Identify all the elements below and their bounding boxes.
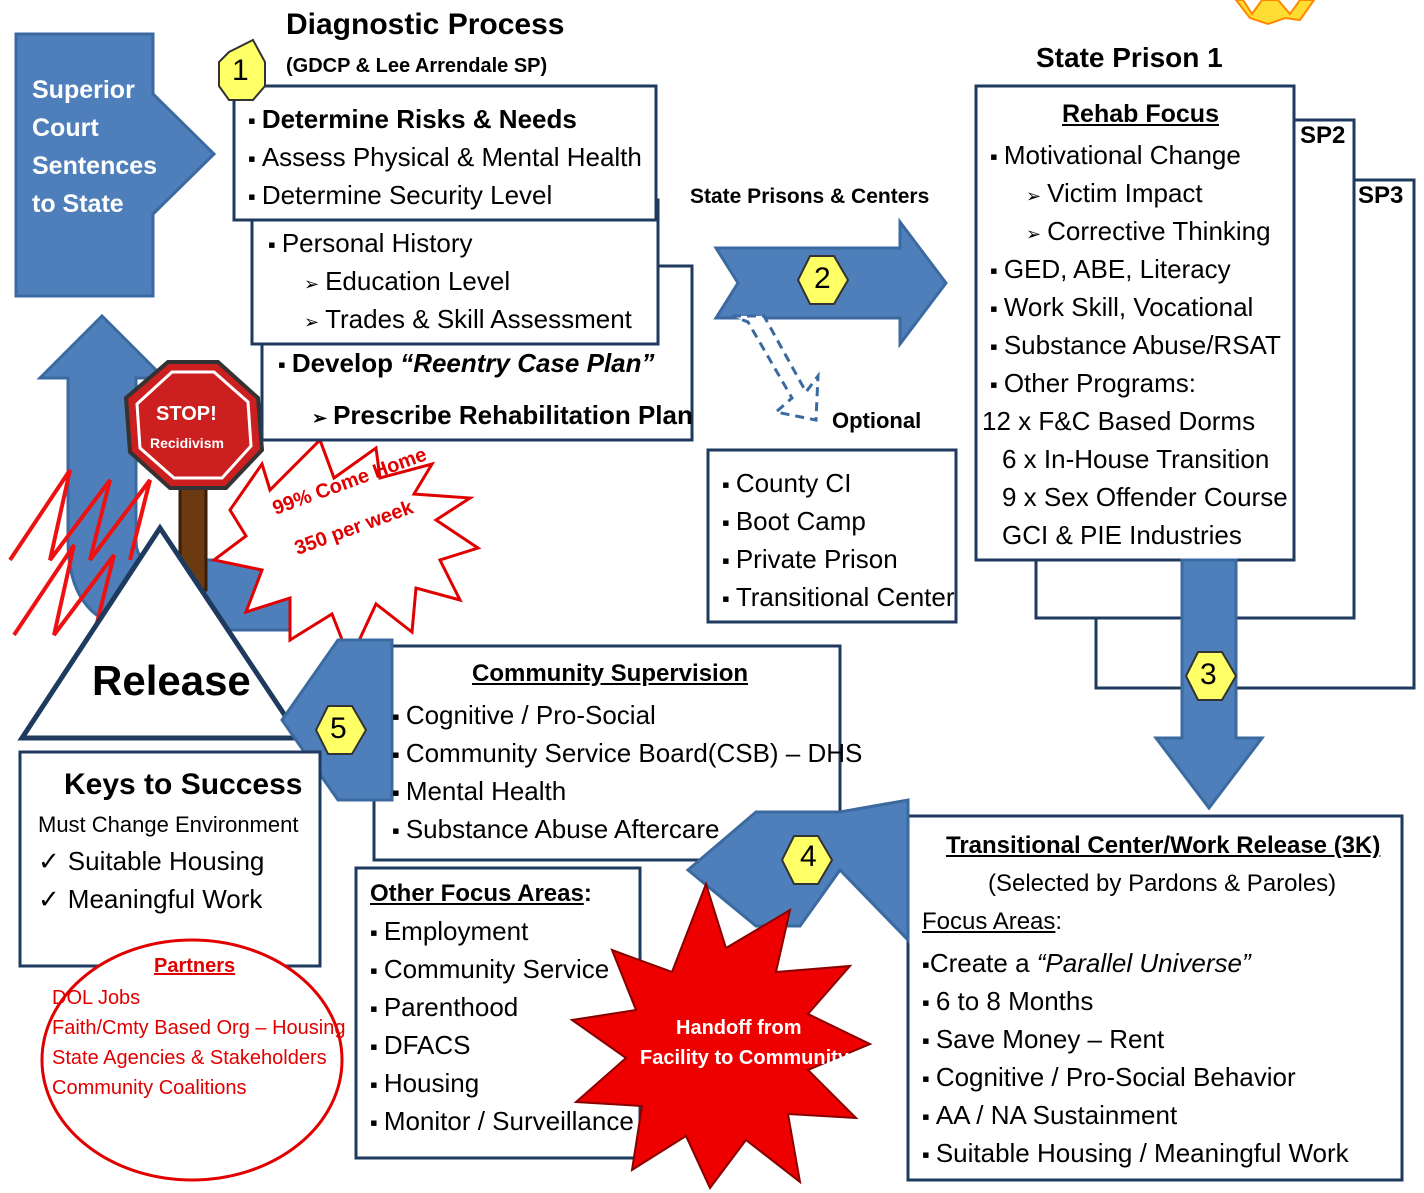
centers-title: State Prisons & Centers xyxy=(690,185,930,208)
stop-line-1: STOP! xyxy=(156,403,217,425)
other-monitor: Monitor / Surveillance xyxy=(370,1102,634,1142)
develop-line: Develop “Reentry Case Plan” xyxy=(278,344,655,384)
transitional-title: Transitional Center/Work Release (3K) xyxy=(946,832,1381,859)
step-4-label: 4 xyxy=(800,840,817,873)
program-transition: 6 x In-House Transition xyxy=(1002,444,1270,474)
other-housing: Housing xyxy=(370,1064,479,1104)
other-focus-title-line: Other Focus Areas: xyxy=(370,882,592,906)
transitional-money: Save Money – Rent xyxy=(922,1020,1164,1060)
diagnostic-title: Diagnostic Process xyxy=(286,8,565,41)
other-employment: Employment xyxy=(370,912,529,952)
release-triangle xyxy=(17,523,305,741)
transitional-aa-na: AA / NA Sustainment xyxy=(922,1096,1177,1136)
other-dfacs: DFACS xyxy=(370,1026,471,1066)
diag-item-risks: Determine Risks & Needs xyxy=(248,100,577,140)
state-prison-title: State Prison 1 xyxy=(1036,42,1223,73)
other-focus-colon: : xyxy=(583,880,592,907)
community-cognitive: Cognitive / Pro-Social xyxy=(392,696,656,736)
other-parenthood: Parenthood xyxy=(370,988,518,1028)
badge-2 xyxy=(796,255,850,305)
partner-state: State Agencies & Stakeholders xyxy=(52,1047,327,1069)
diagnostic-subtitle: (GDCP & Lee Arrendale SP) xyxy=(286,55,548,77)
focus-areas-line: Focus Areas: xyxy=(922,910,1062,934)
optional-boot: Boot Camp xyxy=(722,502,866,542)
stop-line-2: Recidivism xyxy=(150,435,224,451)
keys-housing: Suitable Housing xyxy=(38,842,265,880)
create-italic: “Parallel Universe” xyxy=(1036,948,1251,978)
prescribe-line: Prescribe Rehabilitation Plan xyxy=(312,396,693,437)
sp3-label: SP3 xyxy=(1358,182,1404,209)
optional-dashed-arrow xyxy=(731,314,820,422)
come-home-burst xyxy=(210,437,482,664)
create-prefix: Create a xyxy=(929,948,1037,978)
rehab-motivational: Motivational Change xyxy=(990,136,1241,176)
transitional-create: ▪Create a “Parallel Universe” xyxy=(922,948,1251,978)
history-education: Education Level xyxy=(304,262,510,303)
keys-subtitle: Must Change Environment xyxy=(38,812,299,837)
superior-line-3: Sentences xyxy=(32,152,158,180)
other-community-service: Community Service xyxy=(370,950,609,990)
sp2-label: SP2 xyxy=(1300,122,1346,149)
keys-work: Meaningful Work xyxy=(38,880,263,918)
transitional-cognitive: Cognitive / Pro-Social Behavior xyxy=(922,1058,1296,1098)
community-title: Community Supervision xyxy=(472,660,749,687)
strike-zigzag-2 xyxy=(12,543,116,637)
history-trades: Trades & Skill Assessment xyxy=(304,300,632,341)
transitional-subtitle: (Selected by Pardons & Paroles) xyxy=(988,870,1337,897)
badge-5 xyxy=(314,705,368,755)
step-1-label: 1 xyxy=(232,54,249,87)
history-title: Personal History xyxy=(268,224,473,264)
optional-county: County CI xyxy=(722,464,852,504)
superior-line-1: Superior xyxy=(32,76,135,104)
step-5-label: 5 xyxy=(330,712,347,745)
handoff-line-2: Facility to Community xyxy=(640,1047,849,1069)
handoff-line-1: Handoff from xyxy=(676,1017,802,1039)
community-csb: Community Service Board(CSB) – DHS xyxy=(392,734,863,774)
partner-faith: Faith/Cmty Based Org – Housing xyxy=(52,1017,346,1039)
program-sex-offender: 9 x Sex Offender Course xyxy=(1002,482,1288,512)
rehab-other: Other Programs: xyxy=(990,364,1196,404)
step-3-label: 3 xyxy=(1200,658,1217,691)
badge-4 xyxy=(780,835,834,885)
rehab-work: Work Skill, Vocational xyxy=(990,288,1254,328)
transitional-housing-work: Suitable Housing / Meaningful Work xyxy=(922,1134,1349,1174)
optional-private: Private Prison xyxy=(722,540,898,580)
develop-prefix: Develop xyxy=(291,348,401,378)
rehab-corrective: Corrective Thinking xyxy=(1026,212,1271,253)
optional-label: Optional xyxy=(832,408,922,433)
other-focus-title: Other Focus Areas xyxy=(370,880,584,907)
rehab-substance: Substance Abuse/RSAT xyxy=(990,326,1281,366)
optional-transitional: Transitional Center xyxy=(722,578,955,618)
rehab-focus-title: Rehab Focus xyxy=(1062,100,1219,128)
step-2-label: 2 xyxy=(814,262,831,295)
diag-item-health: Assess Physical & Mental Health xyxy=(248,138,642,178)
badge-3 xyxy=(1184,651,1238,701)
rehab-ged: GED, ABE, Literacy xyxy=(990,250,1231,290)
strike-zigzag-1 xyxy=(8,468,152,562)
corner-burst-fragment xyxy=(1234,0,1316,26)
stop-sign xyxy=(123,360,265,490)
superior-court-arrow xyxy=(14,32,217,298)
community-substance: Substance Abuse Aftercare xyxy=(392,810,720,850)
superior-line-2: Court xyxy=(32,114,99,142)
partner-dol: DOL Jobs xyxy=(52,987,141,1009)
focus-areas-label: Focus Areas xyxy=(922,908,1056,935)
release-label: Release xyxy=(92,657,251,704)
keys-title: Keys to Success xyxy=(64,768,303,801)
rehab-victim: Victim Impact xyxy=(1026,174,1203,215)
diag-item-security: Determine Security Level xyxy=(248,176,552,216)
program-dorms: 12 x F&C Based Dorms xyxy=(982,406,1256,436)
partner-coalitions: Community Coalitions xyxy=(52,1077,247,1099)
partners-title: Partners xyxy=(154,955,236,977)
develop-plan: “Reentry Case Plan” xyxy=(400,348,655,378)
transitional-months: 6 to 8 Months xyxy=(922,982,1094,1022)
community-mental: Mental Health xyxy=(392,772,566,812)
handoff-star xyxy=(569,880,873,1190)
program-industries: GCI & PIE Industries xyxy=(1002,520,1242,550)
focus-areas-colon: : xyxy=(1055,908,1063,935)
superior-line-4: to State xyxy=(32,190,124,218)
partners-ellipse xyxy=(40,938,344,1182)
